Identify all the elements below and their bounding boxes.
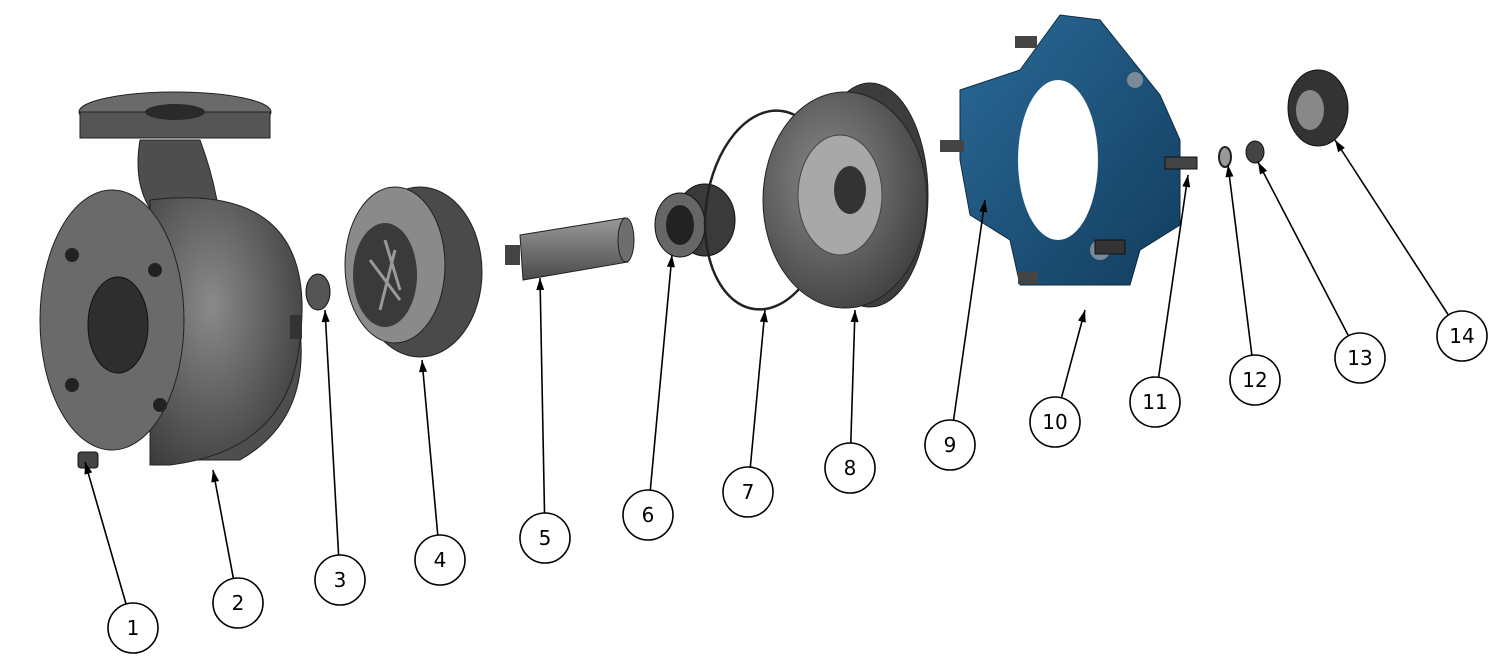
callout-1: 1	[84, 461, 159, 654]
arrowhead-icon	[419, 360, 428, 373]
callout-label: 12	[1242, 368, 1267, 392]
leader-line	[1227, 164, 1253, 356]
callout-circle	[622, 489, 674, 541]
callout-label: 5	[539, 526, 552, 550]
callout-label: 6	[642, 503, 655, 527]
arrowhead-icon	[1182, 175, 1191, 188]
part-12-washer	[1218, 146, 1232, 168]
part-2-pump-casing	[39, 91, 303, 466]
arrowhead-icon	[211, 470, 220, 483]
arrowhead-icon	[1078, 310, 1086, 323]
callout-circle	[1334, 332, 1386, 384]
callout-label: 10	[1042, 410, 1067, 434]
callout-circle	[212, 577, 264, 629]
callout-10: 10	[1029, 309, 1086, 448]
callout-circle	[1436, 310, 1488, 362]
part-4-impeller	[344, 186, 483, 358]
leader-line	[421, 359, 439, 536]
arrowhead-icon	[850, 310, 859, 323]
part-13-nut	[1245, 140, 1265, 164]
leader-line	[849, 309, 856, 444]
leader-line	[1334, 139, 1450, 316]
callout-circle	[924, 419, 976, 471]
callout-circle	[314, 554, 366, 606]
leader-line	[1257, 161, 1350, 337]
callout-circle	[1129, 376, 1181, 428]
callout-13: 13	[1257, 161, 1386, 384]
callout-4: 4	[414, 359, 466, 586]
arrowhead-icon	[666, 255, 675, 268]
callout-circle	[824, 442, 876, 494]
arrowhead-icon	[84, 462, 93, 475]
callout-5: 5	[519, 277, 571, 564]
part-6-mechanical-seal	[654, 183, 736, 258]
callout-label: 7	[742, 480, 755, 504]
callout-9: 9	[924, 199, 988, 471]
callout-6: 6	[622, 254, 675, 541]
callout-circle	[722, 466, 774, 518]
callout-circle	[1029, 396, 1081, 448]
part-9-bearing-bracket	[940, 14, 1181, 286]
leader-line	[952, 199, 986, 421]
callout-7: 7	[722, 309, 774, 518]
callout-circle	[1229, 354, 1281, 406]
arrowhead-icon	[1335, 140, 1345, 153]
callout-label: 2	[232, 591, 245, 615]
callout-label: 13	[1347, 346, 1372, 370]
arrowhead-icon	[536, 278, 545, 291]
callout-label: 11	[1142, 390, 1167, 414]
part-3-impeller-nut	[305, 273, 331, 311]
leader-line	[539, 277, 546, 514]
callout-14: 14	[1334, 139, 1488, 362]
arrowhead-icon	[1225, 165, 1234, 178]
part-10-bolt	[1094, 239, 1126, 255]
part-14-ring	[1287, 69, 1349, 147]
leader-line	[749, 309, 766, 468]
callout-2: 2	[211, 469, 264, 629]
callout-circle	[519, 512, 571, 564]
callout-label: 1	[127, 616, 140, 640]
arrowhead-icon	[1258, 162, 1268, 175]
arrowhead-icon	[321, 310, 330, 323]
callout-8: 8	[824, 309, 876, 494]
arrowhead-icon	[759, 310, 768, 323]
part-8-casing-cover	[762, 82, 929, 309]
leader-line	[212, 469, 235, 579]
leader-line	[1060, 309, 1086, 399]
callout-label: 4	[434, 548, 447, 572]
leader-line	[324, 309, 340, 556]
arrowhead-icon	[979, 200, 988, 213]
leader-line	[649, 254, 673, 491]
callout-label: 8	[844, 456, 857, 480]
leader-line	[1157, 174, 1189, 378]
callout-label: 14	[1449, 324, 1474, 348]
part-5-shaft-sleeve	[505, 217, 635, 281]
part-11-stud	[1164, 156, 1198, 170]
callout-circle	[414, 534, 466, 586]
leader-line	[84, 461, 127, 605]
callout-11: 11	[1129, 174, 1191, 428]
part-1-drain-plug	[77, 451, 99, 469]
callout-12: 12	[1225, 164, 1281, 406]
callout-label: 3	[334, 568, 347, 592]
callout-circle	[107, 602, 159, 654]
callout-label: 9	[944, 433, 957, 457]
callout-3: 3	[314, 309, 366, 606]
